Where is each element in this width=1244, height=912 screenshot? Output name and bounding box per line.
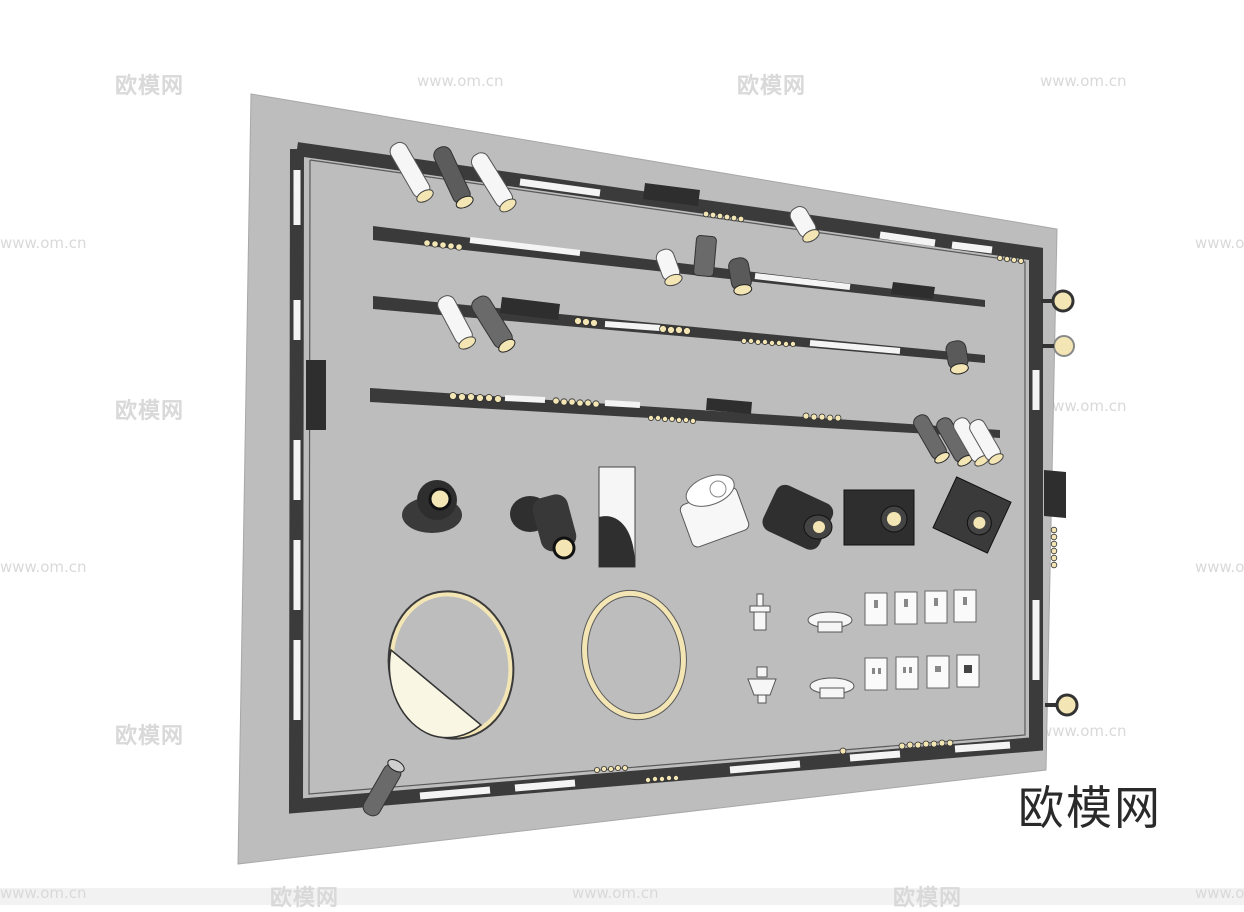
watermark-url: www.om.cn [1195, 558, 1244, 576]
grille-modules [306, 183, 1066, 518]
watermark-url: www.om.cn [0, 884, 87, 902]
brand-logo-text: 欧模网 [1018, 781, 1162, 835]
wall-switches [864, 589, 980, 691]
ring-pendants [387, 589, 687, 740]
watermark-url: www.om.cn [1040, 722, 1127, 740]
switch-panel [894, 591, 918, 625]
switch-panel [864, 592, 888, 626]
switch-panel [924, 590, 948, 624]
watermark-url: www.om.cn [1195, 234, 1244, 252]
watermark-url: www.om.cn [0, 558, 87, 576]
watermark-cn: 欧模网 [737, 74, 807, 99]
watermark-url: www.om.cn [417, 72, 504, 90]
adjustable-spot-double [510, 494, 577, 560]
socket-panel [864, 657, 888, 691]
cylinder-downlight-white [679, 474, 750, 548]
square-downlight-angled [932, 476, 1012, 554]
adjustable-spot-dark [402, 480, 462, 533]
watermark-url: www.om.cn [1195, 884, 1244, 902]
watermark-url: www.om.cn [1040, 72, 1127, 90]
ring-disc-pendant [387, 590, 515, 740]
ring-pendant [581, 589, 687, 721]
surface-fixtures-row [402, 466, 1012, 568]
watermark-url: www.om.cn [1040, 397, 1127, 415]
watermark-cn: 欧模网 [115, 399, 185, 424]
watermark-url: www.om.cn [572, 884, 659, 902]
watermark-cn: 欧模网 [115, 724, 185, 749]
watermark-cn: 欧模网 [115, 74, 185, 99]
power-connectors [747, 593, 855, 704]
socket-panel [895, 656, 919, 690]
watermark-url: www.om.cn [0, 234, 87, 252]
footer-strip [0, 888, 1244, 905]
cylinder-downlight-dark [762, 484, 834, 550]
cylinder-downlight-bicolor [598, 466, 636, 568]
track-rail-white-segments [293, 170, 1040, 800]
square-downlight-front [843, 489, 915, 546]
track-spotlights [362, 141, 1079, 817]
switch-panel [953, 589, 977, 623]
